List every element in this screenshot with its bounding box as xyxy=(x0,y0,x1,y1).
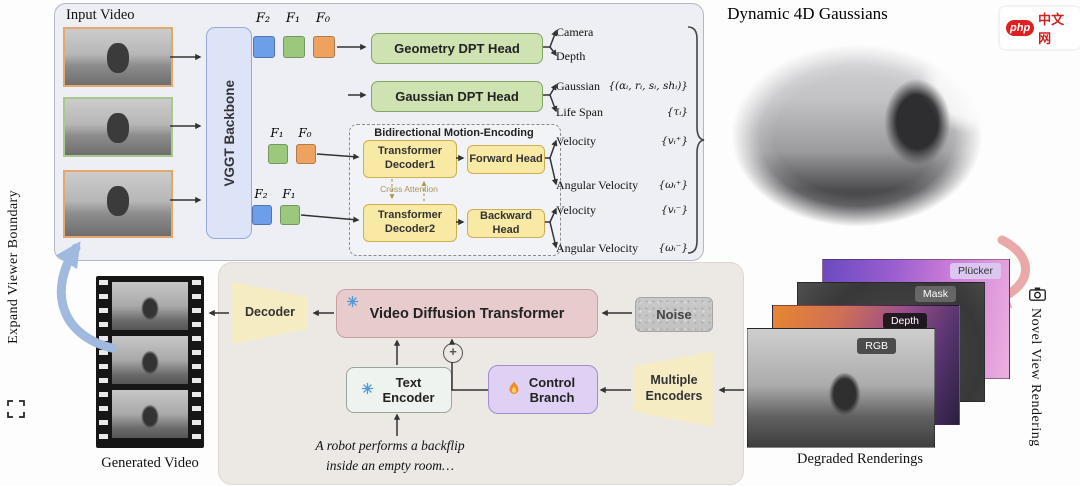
video-diffusion-transformer: Video Diffusion Transformer xyxy=(336,289,598,338)
token-label-fwd-f1: F₁ xyxy=(270,126,284,140)
multiple-encoders-label: Multiple Encoders xyxy=(645,373,703,403)
rgb-chip: RGB xyxy=(857,338,896,354)
input-frame-3 xyxy=(63,170,173,238)
watermark-badge: php xyxy=(1006,20,1035,36)
output-row-angvel-fwd: Angular Velocity {ωᵢ⁺} xyxy=(556,177,688,193)
text-encoder: Text Encoder xyxy=(346,367,452,413)
output-label: Gaussian xyxy=(556,78,600,93)
noise-label: Noise xyxy=(656,307,692,322)
token-label-f1: F₁ xyxy=(285,11,301,26)
gaussian-dpt-head: Gaussian DPT Head xyxy=(371,81,543,112)
film-sprockets-left xyxy=(99,280,108,444)
output-value: {ωᵢ⁺} xyxy=(658,179,688,191)
output-label: Camera xyxy=(556,24,594,39)
expand-viewer-boundary-label: Expand Viewer Boundary xyxy=(6,190,21,344)
camera-icon xyxy=(1029,287,1046,306)
control-branch: Control Branch xyxy=(488,365,598,414)
vdt-label: Video Diffusion Transformer xyxy=(369,305,565,322)
text-encoder-label: Text Encoder xyxy=(382,375,435,405)
degraded-renderings-label: Degraded Renderings xyxy=(796,451,924,467)
token-label-fwd-f0: F₀ xyxy=(298,126,312,140)
add-circle-icon: + xyxy=(443,343,463,363)
prompt-line-2: inside an empty room… xyxy=(325,458,455,473)
robot-silhouette xyxy=(107,113,129,143)
input-frame-1 xyxy=(63,27,173,87)
watermark-text: 中文网 xyxy=(1038,12,1065,46)
generated-video-label: Generated Video xyxy=(101,455,199,471)
cross-attention-label: Cross Attention xyxy=(380,184,438,194)
output-value: {vᵢ⁺} xyxy=(661,135,688,147)
output-row-angvel-bwd: Angular Velocity {ωᵢ⁻} xyxy=(556,240,688,256)
output-row-velocity-fwd: Velocity {vᵢ⁺} xyxy=(556,133,688,149)
decoder-label: Decoder xyxy=(244,305,296,320)
watermark: php 中文网 xyxy=(1000,7,1080,49)
token-label-bwd-f2: F₂ xyxy=(254,187,268,201)
output-value: {τᵢ} xyxy=(666,106,688,118)
feature-token-fwd-f1 xyxy=(268,144,288,164)
feature-token-bwd-f1 xyxy=(280,205,300,225)
snowflake-icon xyxy=(346,295,359,312)
token-label-f2: F₂ xyxy=(255,11,271,26)
mask-chip: Mask xyxy=(914,286,956,302)
output-label: Velocity xyxy=(556,133,596,148)
output-row-depth: Depth xyxy=(556,48,688,64)
backward-head: Backward Head xyxy=(467,209,545,238)
dynamic-4d-gaussians-title: Dynamic 4D Gaussians xyxy=(727,4,888,23)
output-row-camera: Camera xyxy=(556,24,688,40)
output-label: Angular Velocity xyxy=(556,177,639,192)
plucker-chip: Plücker xyxy=(949,263,1001,279)
snowflake-icon xyxy=(361,382,374,398)
generated-frame-2 xyxy=(112,336,188,384)
flame-icon xyxy=(508,381,520,398)
transformer-decoder2: Transformer Decoder2 xyxy=(363,204,457,242)
feature-token-f2 xyxy=(253,36,275,58)
geometry-dpt-head: Geometry DPT Head xyxy=(371,33,543,64)
generated-frame-3 xyxy=(112,390,188,438)
film-sprockets-right xyxy=(192,280,201,444)
forward-head: Forward Head xyxy=(467,145,545,174)
noise-box: Noise xyxy=(635,297,713,332)
motion-encoding-title: Bidirectional Motion-Encoding xyxy=(374,127,534,139)
output-row-lifespan: Life Span {τᵢ} xyxy=(556,104,688,120)
expand-icon xyxy=(7,400,25,423)
token-label-f0: F₀ xyxy=(315,11,331,26)
feature-token-f0 xyxy=(313,36,335,58)
output-label: Depth xyxy=(556,48,586,63)
output-label: Life Span xyxy=(556,104,603,119)
novel-view-rendering-label: Novel View Rendering xyxy=(1028,308,1043,447)
input-frame-2 xyxy=(63,97,173,157)
robot-silhouette xyxy=(107,43,129,73)
film-strip xyxy=(96,276,204,448)
output-label: Velocity xyxy=(556,202,596,217)
output-row-velocity-bwd: Velocity {vᵢ⁻} xyxy=(556,202,688,218)
input-video-label: Input Video xyxy=(66,7,135,23)
depth-chip: Depth xyxy=(882,313,927,329)
generated-frame-1 xyxy=(112,282,188,330)
feature-token-bwd-f2 xyxy=(252,205,272,225)
rgb-layer: RGB xyxy=(747,328,935,448)
output-value: {(αᵢ, rᵢ, sᵢ, shᵢ)} xyxy=(608,80,688,92)
output-value: {vᵢ⁻} xyxy=(661,204,688,216)
feature-token-f1 xyxy=(283,36,305,58)
output-label: Angular Velocity xyxy=(556,240,639,255)
robot-silhouette xyxy=(107,186,129,216)
output-row-gaussian: Gaussian {(αᵢ, rᵢ, sᵢ, shᵢ)} xyxy=(556,78,688,94)
control-branch-label: Control Branch xyxy=(528,374,576,405)
prompt-line-1: A robot performs a backflip xyxy=(315,438,465,453)
vggt-backbone: VGGT Backbone xyxy=(206,27,252,239)
gaussian-splat-render xyxy=(706,26,1008,254)
feature-token-fwd-f0 xyxy=(296,144,316,164)
token-label-bwd-f1: F₁ xyxy=(282,187,296,201)
transformer-decoder1: Transformer Decoder1 xyxy=(363,140,457,178)
output-value: {ωᵢ⁻} xyxy=(658,242,688,254)
vggt-backbone-label: VGGT Backbone xyxy=(221,79,237,187)
